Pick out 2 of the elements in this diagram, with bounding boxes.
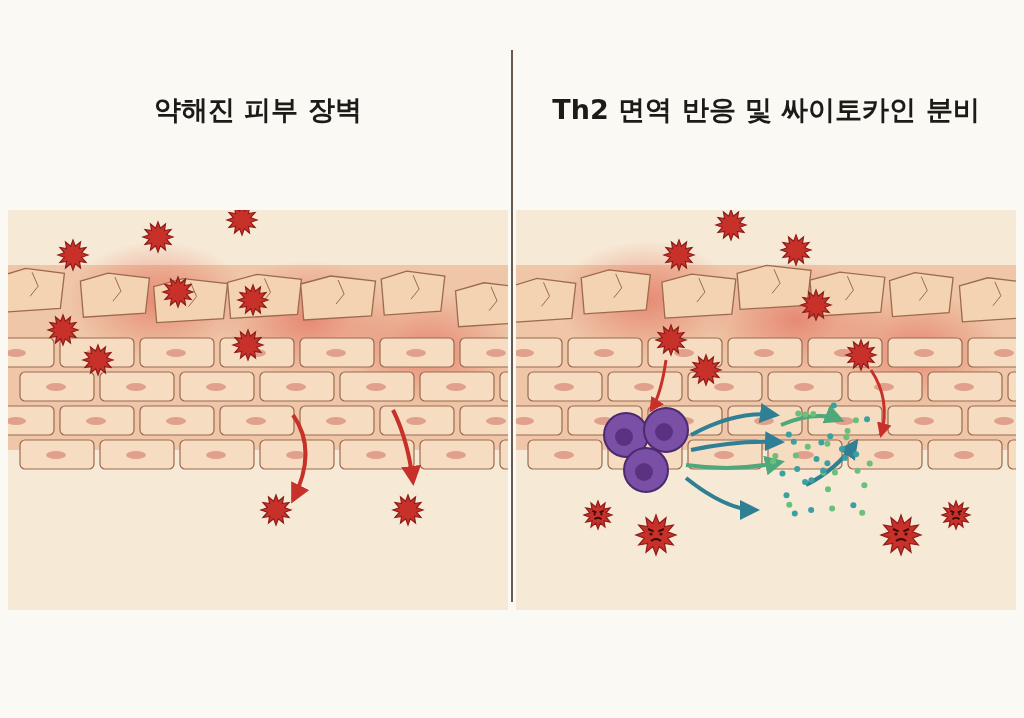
panel-heading: Th2 면역 반응 및 싸이토카인 분비 — [552, 93, 980, 127]
panel-heading: 약해진 피부 장벽 — [154, 93, 362, 127]
